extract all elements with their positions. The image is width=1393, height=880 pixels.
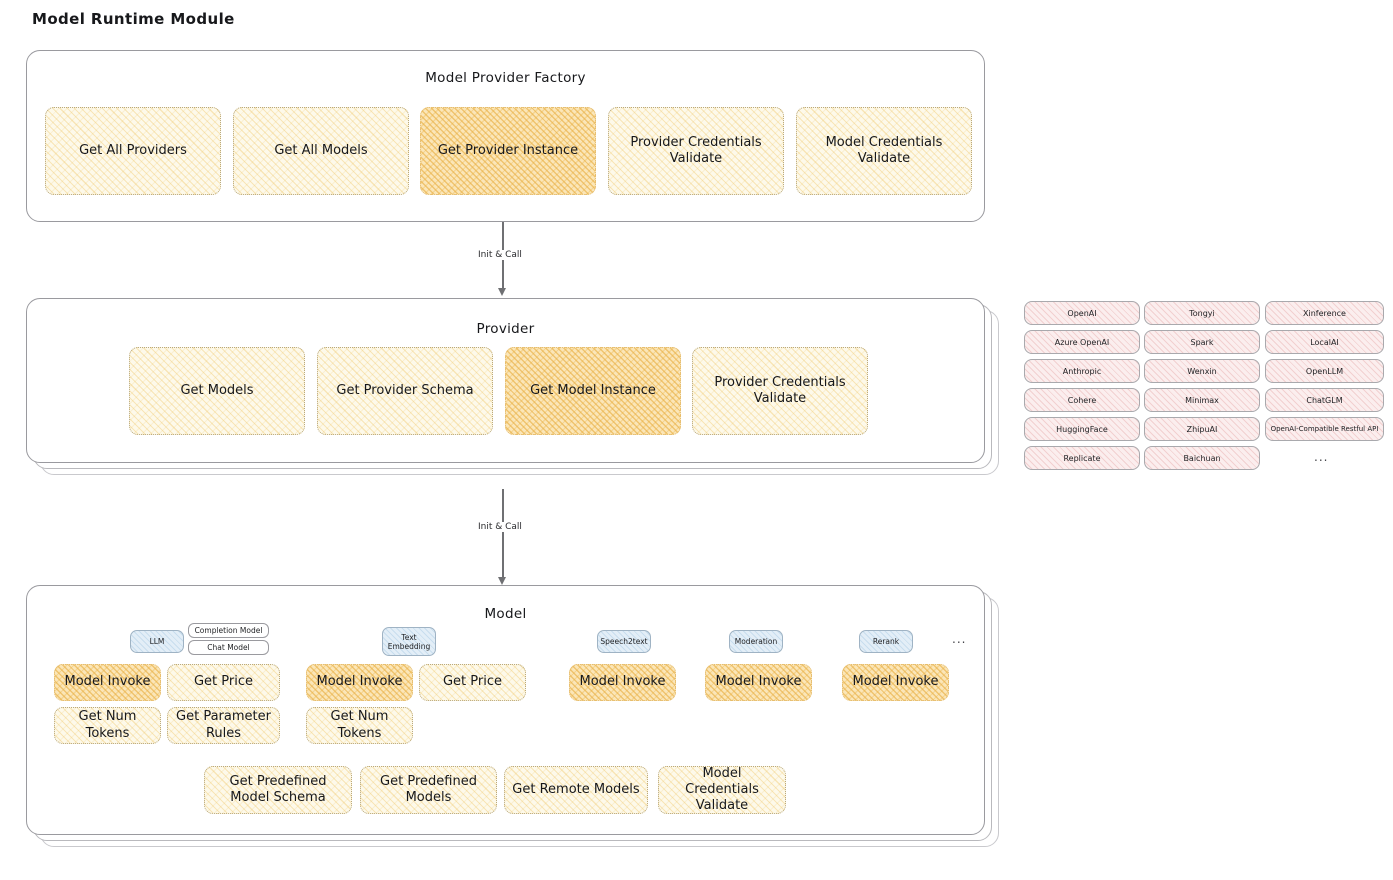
- provider-chip-baichuan[interactable]: Baichuan: [1144, 446, 1260, 470]
- provider-chip-zhipuai[interactable]: ZhipuAI: [1144, 417, 1260, 441]
- provider-chip-replicate[interactable]: Replicate: [1024, 446, 1140, 470]
- model-subchip-completion-model[interactable]: Completion Model: [188, 623, 269, 638]
- provider-chip-spark[interactable]: Spark: [1144, 330, 1260, 354]
- connector-arrowhead: [498, 288, 507, 296]
- model-node-get-predefined-models[interactable]: Get Predefined Models: [360, 766, 497, 814]
- rerank-node-model-invoke[interactable]: Model Invoke: [842, 664, 949, 701]
- factory-node-get-provider-instance[interactable]: Get Provider Instance: [420, 107, 596, 195]
- provider-chip-wenxin[interactable]: Wenxin: [1144, 359, 1260, 383]
- text-embedding-node-get-num-tokens[interactable]: Get Num Tokens: [306, 707, 413, 744]
- provider-chip-xinference[interactable]: Xinference: [1265, 301, 1384, 325]
- model-subchip-chat-model[interactable]: Chat Model: [188, 640, 269, 655]
- factory-node-get-all-models[interactable]: Get All Models: [233, 107, 409, 195]
- provider-chip-chatglm[interactable]: ChatGLM: [1265, 388, 1384, 412]
- llm-node-model-invoke[interactable]: Model Invoke: [54, 664, 161, 701]
- provider-chip-openllm[interactable]: OpenLLM: [1265, 359, 1384, 383]
- provider-chip-openai[interactable]: OpenAI: [1024, 301, 1140, 325]
- provider-chip-minimax[interactable]: Minimax: [1144, 388, 1260, 412]
- model-title: Model: [484, 606, 527, 622]
- model-container: Model LLM Completion Model Chat Model Te…: [26, 585, 985, 835]
- connector-label: Init & Call: [474, 250, 526, 260]
- provider-list-ellipsis: ...: [1314, 450, 1329, 464]
- model-provider-factory-title: Model Provider Factory: [425, 70, 586, 86]
- model-provider-factory-container: Model Provider Factory Get All Providers…: [26, 50, 985, 222]
- provider-chip-huggingface[interactable]: HuggingFace: [1024, 417, 1140, 441]
- text-embedding-node-model-invoke[interactable]: Model Invoke: [306, 664, 413, 701]
- moderation-node-model-invoke[interactable]: Model Invoke: [705, 664, 812, 701]
- provider-node-get-model-instance[interactable]: Get Model Instance: [505, 347, 681, 435]
- provider-node-get-provider-schema[interactable]: Get Provider Schema: [317, 347, 493, 435]
- model-node-get-remote-models[interactable]: Get Remote Models: [504, 766, 648, 814]
- model-node-model-credentials-validate[interactable]: Model Credentials Validate: [658, 766, 786, 814]
- provider-container: Provider Get Models Get Provider Schema …: [26, 298, 985, 463]
- provider-node-get-models[interactable]: Get Models: [129, 347, 305, 435]
- provider-chip-anthropic[interactable]: Anthropic: [1024, 359, 1140, 383]
- page-title: Model Runtime Module: [32, 10, 235, 28]
- model-types-ellipsis: ...: [952, 632, 967, 646]
- model-node-get-predefined-model-schema[interactable]: Get Predefined Model Schema: [204, 766, 352, 814]
- llm-node-get-price[interactable]: Get Price: [167, 664, 280, 701]
- factory-node-provider-credentials-validate[interactable]: Provider Credentials Validate: [608, 107, 784, 195]
- speech2text-node-model-invoke[interactable]: Model Invoke: [569, 664, 676, 701]
- connector-factory-to-provider: Init & Call: [474, 222, 526, 296]
- provider-chip-cohere[interactable]: Cohere: [1024, 388, 1140, 412]
- text-embedding-node-get-price[interactable]: Get Price: [419, 664, 526, 701]
- provider-node-provider-credentials-validate[interactable]: Provider Credentials Validate: [692, 347, 868, 435]
- provider-list: OpenAI Azure OpenAI Anthropic Cohere Hug…: [1024, 298, 1384, 476]
- connector-label: Init & Call: [474, 522, 526, 532]
- provider-chip-openai-compatible-restful-api[interactable]: OpenAI-Compatible Restful API: [1265, 417, 1384, 441]
- factory-node-model-credentials-validate[interactable]: Model Credentials Validate: [796, 107, 972, 195]
- model-type-chip-moderation[interactable]: Moderation: [729, 630, 783, 653]
- model-type-chip-llm[interactable]: LLM: [130, 630, 184, 653]
- connector-provider-to-model: Init & Call: [474, 489, 526, 585]
- connector-line: [502, 489, 504, 577]
- llm-node-get-parameter-rules[interactable]: Get Parameter Rules: [167, 707, 280, 744]
- model-type-chip-speech2text[interactable]: Speech2text: [597, 630, 651, 653]
- factory-node-get-all-providers[interactable]: Get All Providers: [45, 107, 221, 195]
- provider-chip-tongyi[interactable]: Tongyi: [1144, 301, 1260, 325]
- provider-chip-localai[interactable]: LocalAI: [1265, 330, 1384, 354]
- provider-chip-azure-openai[interactable]: Azure OpenAI: [1024, 330, 1140, 354]
- llm-node-get-num-tokens[interactable]: Get Num Tokens: [54, 707, 161, 744]
- connector-arrowhead: [498, 577, 507, 585]
- provider-title: Provider: [476, 321, 535, 337]
- model-type-chip-text-embedding[interactable]: Text Embedding: [382, 627, 436, 656]
- model-type-chip-rerank[interactable]: Rerank: [859, 630, 913, 653]
